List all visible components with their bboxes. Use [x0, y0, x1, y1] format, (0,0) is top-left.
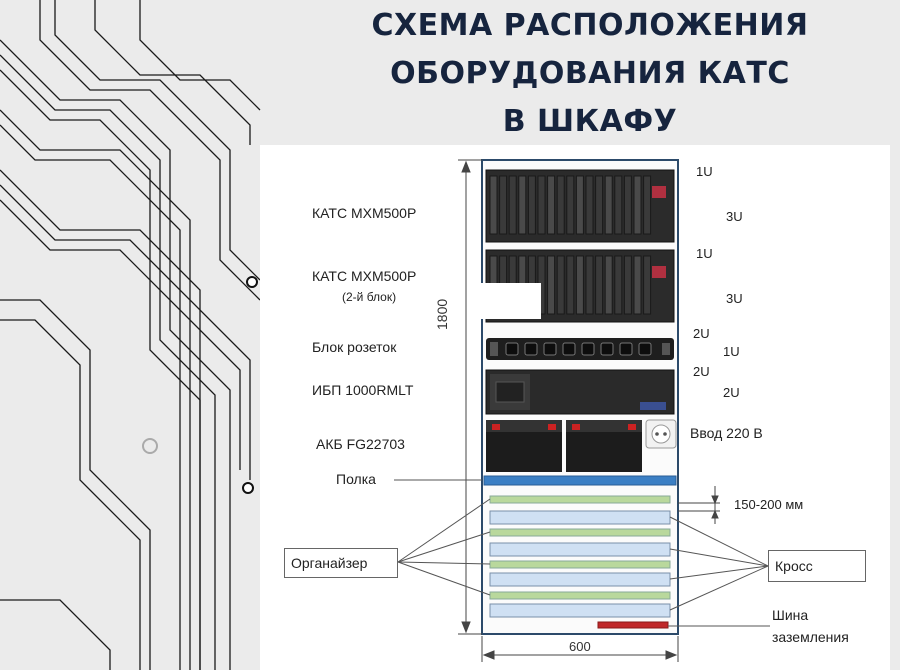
- organizer-leaders: [398, 499, 490, 595]
- unit-label: 1U: [696, 164, 713, 179]
- unit-label: 1U: [696, 246, 713, 261]
- height-label: 1800: [434, 299, 450, 330]
- organizer-panel: [490, 592, 670, 599]
- card-slot: [634, 256, 641, 314]
- card-slot: [509, 176, 516, 234]
- cross-leaders: [670, 517, 768, 610]
- card-slot: [615, 176, 622, 234]
- card-slot: [567, 176, 574, 234]
- socket-outlet: [601, 343, 613, 355]
- card-slot: [624, 176, 631, 234]
- unit-label: 3U: [726, 291, 743, 306]
- card-slot: [596, 176, 603, 234]
- shelf-bar: [484, 476, 676, 485]
- ground-bar: [598, 622, 668, 628]
- card-slot: [644, 256, 651, 314]
- card-slot: [548, 176, 555, 234]
- unit-label: 3U: [726, 209, 743, 224]
- width-label: 600: [569, 639, 591, 654]
- card-slot: [538, 176, 545, 234]
- card-slot: [605, 176, 612, 234]
- card-slot: [634, 176, 641, 234]
- card-slot: [567, 256, 574, 314]
- card-slot: [490, 176, 497, 234]
- organizer-panel: [490, 529, 670, 536]
- organizer-panel: [490, 496, 670, 503]
- ups-unit: [486, 370, 674, 414]
- spacing-dimension: [678, 486, 720, 524]
- socket-outlet: [563, 343, 575, 355]
- unit-label: 2U: [693, 326, 710, 341]
- label-shelf: Полка: [336, 471, 376, 487]
- card-slot: [557, 176, 564, 234]
- blank-patch: [471, 283, 541, 319]
- socket-outlet: [582, 343, 594, 355]
- organizer-callout: Органайзер: [284, 548, 398, 578]
- unit-label: 1U: [723, 344, 740, 359]
- card-slot: [519, 176, 526, 234]
- label-spacing: 150-200 мм: [734, 497, 803, 512]
- label-ground-bus: Шина заземления: [772, 604, 872, 648]
- card-slot: [576, 256, 583, 314]
- kats-unit-1: [486, 170, 674, 242]
- card-slot: [586, 256, 593, 314]
- label-kats-2: КАТС МХМ500Р: [312, 268, 416, 284]
- label-battery: АКБ FG22703: [316, 436, 405, 452]
- wall-socket-icon: [646, 420, 676, 448]
- unit-label: 2U: [693, 364, 710, 379]
- socket-outlet: [544, 343, 556, 355]
- label-sockets: Блок розеток: [312, 339, 396, 355]
- cross-panel: [490, 543, 670, 556]
- label-kats-1: КАТС МХМ500Р: [312, 205, 416, 221]
- card-slot: [528, 176, 535, 234]
- label-kats-2-sub: (2-й блок): [342, 290, 396, 304]
- card-slot: [576, 176, 583, 234]
- card-slot: [500, 176, 507, 234]
- card-slot: [605, 256, 612, 314]
- cross-panel: [490, 511, 670, 524]
- socket-outlet: [525, 343, 537, 355]
- cross-panel: [490, 604, 670, 617]
- socket-outlet: [620, 343, 632, 355]
- label-ups: ИБП 1000RMLT: [312, 382, 413, 398]
- socket-outlet: [639, 343, 651, 355]
- card-slot: [596, 256, 603, 314]
- card-slot: [586, 176, 593, 234]
- cross-panel: [490, 573, 670, 586]
- card-slot: [615, 256, 622, 314]
- power-strip: [486, 338, 674, 360]
- card-slot: [624, 256, 631, 314]
- card-slot: [557, 256, 564, 314]
- cross-callout: Кросс: [768, 550, 866, 582]
- card-slot: [548, 256, 555, 314]
- label-input-220: Ввод 220 В: [690, 425, 763, 441]
- card-slot: [644, 176, 651, 234]
- unit-label: 2U: [723, 385, 740, 400]
- organizer-panel: [490, 561, 670, 568]
- socket-outlet: [506, 343, 518, 355]
